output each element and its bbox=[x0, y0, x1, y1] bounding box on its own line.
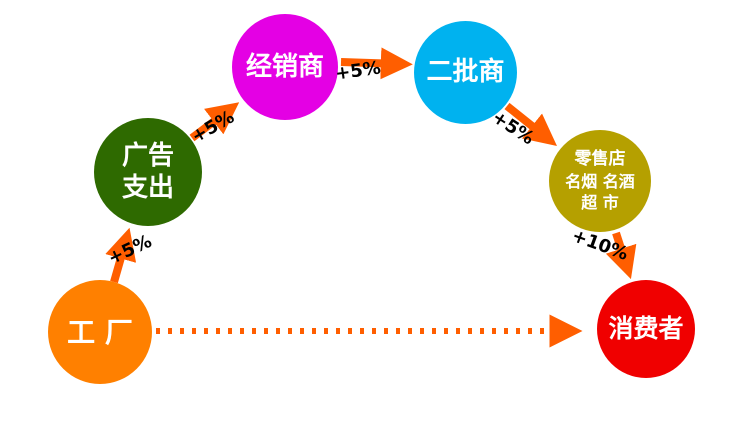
arrow-advertising-to-distributor bbox=[189, 102, 240, 142]
node-factory-label: 工 厂 bbox=[67, 315, 133, 349]
node-consumer-label: 消费者 bbox=[608, 314, 684, 344]
node-second-batch-label: 二批商 bbox=[426, 57, 505, 88]
node-advertising: 广告 支出 bbox=[94, 118, 202, 226]
node-factory: 工 厂 bbox=[48, 280, 152, 384]
node-advertising-line-2: 支出 bbox=[121, 173, 174, 203]
node-consumer: 消费者 bbox=[597, 280, 695, 378]
node-advertising-line-1: 广告 bbox=[121, 140, 174, 171]
node-retail-line-2: 名烟 名酒 bbox=[565, 171, 635, 191]
node-second-batch: 二批商 bbox=[414, 21, 517, 124]
node-retail: 零售店 名烟 名酒 超 市 bbox=[549, 130, 651, 232]
arrow-factory-to-advertising bbox=[105, 227, 137, 284]
arrow-distributor-to-second-batch bbox=[340, 47, 413, 80]
node-distributor: 经销商 bbox=[232, 14, 338, 120]
arrow-retail-to-consumer bbox=[605, 231, 637, 280]
node-distributor-label: 经销商 bbox=[245, 51, 324, 82]
node-retail-line-1: 零售店 bbox=[574, 148, 626, 169]
node-retail-line-3: 超 市 bbox=[581, 193, 619, 213]
arrow-second-batch-to-retail bbox=[504, 102, 557, 146]
